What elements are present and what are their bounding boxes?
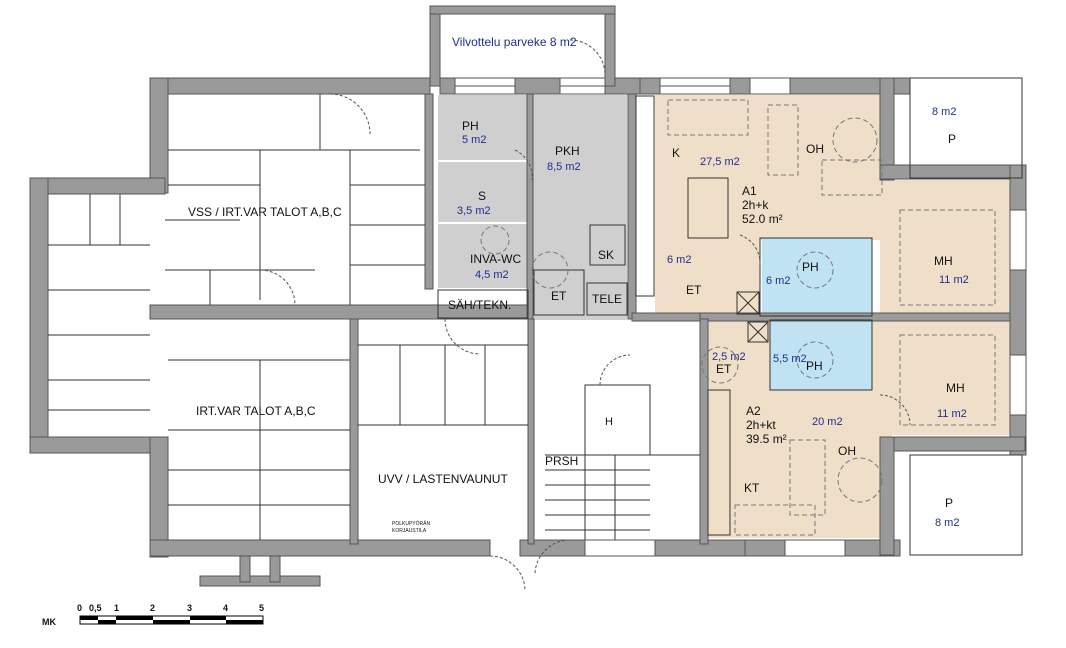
apartment-a2-floor-right bbox=[880, 320, 1010, 435]
s-label: S bbox=[478, 189, 486, 203]
tele-label: TELE bbox=[592, 292, 622, 306]
doors bbox=[259, 39, 911, 592]
a2-et-area: 2,5 m2 bbox=[712, 351, 746, 363]
a1-ph-label: PH bbox=[802, 260, 819, 274]
a2-mh-label: MH bbox=[946, 381, 965, 395]
a2-oh-label: OH bbox=[838, 444, 856, 458]
inva-wc-area: 4,5 m2 bbox=[475, 269, 509, 281]
a1-area: 52.0 m² bbox=[742, 212, 783, 226]
a1-balcony-label: P bbox=[948, 132, 956, 146]
storage-cages bbox=[48, 94, 873, 540]
scale-tick-4: 4 bbox=[223, 603, 228, 613]
a1-type: 2h+k bbox=[742, 198, 769, 212]
ph-label: PH bbox=[462, 119, 479, 133]
bathroom-a1-floor bbox=[762, 238, 872, 318]
a2-ph-label: PH bbox=[806, 359, 823, 373]
a2-ph-area: 5,5 m2 bbox=[773, 353, 807, 365]
a1-balcony-area: 8 m2 bbox=[932, 106, 956, 118]
a2-area: 39.5 m² bbox=[746, 432, 787, 446]
vss-label: VSS / IRT.VAR TALOT A,B,C bbox=[188, 205, 342, 219]
scale-mk-label: MK bbox=[42, 617, 56, 627]
a1-mh-area: 11 m2 bbox=[939, 274, 969, 286]
scale-tick-0-5: 0,5 bbox=[89, 603, 102, 613]
irt-label: IRT.VAR TALOT A,B,C bbox=[196, 404, 316, 418]
scale-bar: MK 0 0,5 1 2 3 4 5 bbox=[42, 603, 264, 627]
et-label: ET bbox=[551, 289, 567, 303]
scale-tick-5: 5 bbox=[259, 603, 264, 613]
sah-tekn-label: SÄH/TEKN. bbox=[448, 298, 511, 312]
a2-id: A2 bbox=[746, 404, 761, 418]
scale-tick-3: 3 bbox=[187, 603, 192, 613]
a2-balcony-label: P bbox=[945, 496, 953, 510]
floor-fills bbox=[438, 95, 1010, 538]
sk-label: SK bbox=[598, 248, 614, 262]
windows bbox=[454, 77, 1027, 557]
apartment-a1-floor bbox=[655, 95, 892, 240]
a1-k-label: K bbox=[672, 146, 680, 160]
a1-id: A1 bbox=[742, 184, 757, 198]
staircase bbox=[545, 454, 700, 540]
inva-wc-label: INVA-WC bbox=[470, 252, 521, 266]
scale-tick-1: 1 bbox=[114, 603, 119, 613]
prsh-label: PRSH bbox=[545, 454, 578, 468]
s-area: 3,5 m2 bbox=[457, 205, 491, 217]
pkh-area: 8,5 m2 bbox=[547, 161, 581, 173]
apartment-a1-floor-right bbox=[880, 180, 1010, 315]
apartment-a1-floor-et bbox=[655, 235, 760, 315]
a1-k-area: 27,5 m2 bbox=[700, 156, 740, 168]
scale-tick-2: 2 bbox=[150, 603, 155, 613]
service-floor-ph bbox=[438, 95, 530, 160]
room-labels: Vilvottelu parveke 8 m2 PH 5 m2 PKH 8,5 … bbox=[188, 35, 969, 534]
a2-type: 2h+kt bbox=[746, 418, 776, 432]
ph-area: 5 m2 bbox=[462, 134, 486, 146]
pkh-label: PKH bbox=[555, 144, 580, 158]
a1-ph-area: 6 m2 bbox=[766, 275, 790, 287]
a2-mh-area: 11 m2 bbox=[937, 408, 967, 420]
bike-label-1: POLKUPYÖRÄN bbox=[392, 520, 430, 527]
a2-balcony-area: 8 m2 bbox=[935, 517, 959, 529]
bike-label-2: KORJAUSTILA bbox=[392, 528, 427, 534]
service-floor-pkh bbox=[532, 95, 627, 320]
furniture bbox=[480, 99, 996, 536]
service-floor-inva bbox=[438, 224, 530, 288]
balcony-label: Vilvottelu parveke 8 m2 bbox=[452, 35, 577, 49]
a1-mh-label: MH bbox=[934, 254, 953, 268]
a1-et-area: 6 m2 bbox=[667, 254, 691, 266]
a2-oh-area: 20 m2 bbox=[812, 416, 843, 428]
h-label: H bbox=[605, 416, 613, 428]
bathroom-a2-floor bbox=[770, 320, 872, 390]
a1-et-label: ET bbox=[686, 283, 702, 297]
a2-et-label: ET bbox=[716, 362, 732, 376]
a1-oh-label: OH bbox=[806, 142, 824, 156]
uvv-label: UVV / LASTENVAUNUT bbox=[378, 472, 508, 486]
service-floor-s bbox=[438, 162, 530, 222]
scale-tick-0: 0 bbox=[77, 603, 82, 613]
a2-kt-label: KT bbox=[744, 481, 760, 495]
